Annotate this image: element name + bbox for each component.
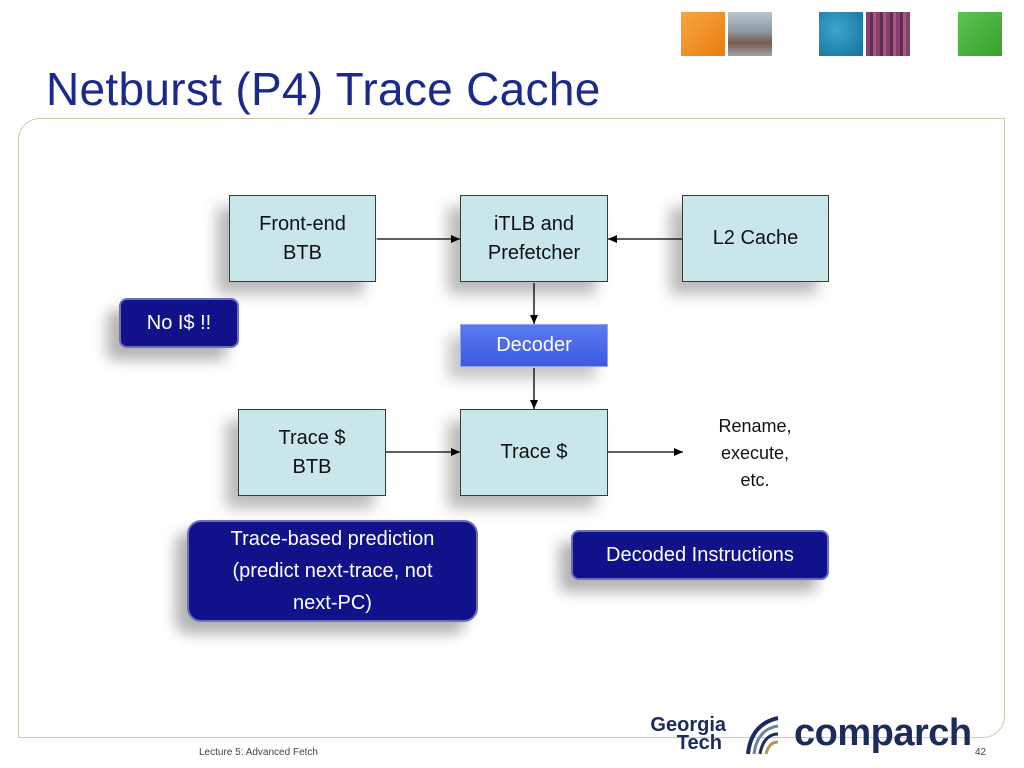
campus-photo-square bbox=[728, 12, 772, 56]
orange-square bbox=[681, 12, 725, 56]
logo-georgia: Georgia bbox=[650, 714, 726, 736]
rename-execute-text: Rename, execute, etc. bbox=[690, 413, 820, 494]
lecture-footer: Lecture 5: Advanced Fetch bbox=[199, 747, 318, 758]
trace-prediction-callout: Trace-based prediction (predict next-trac… bbox=[187, 520, 478, 622]
chip-die-square bbox=[866, 12, 910, 56]
georgia-tech-logo: Georgia Tech bbox=[636, 714, 726, 756]
decoded-instructions-label: Decoded Instructions bbox=[606, 544, 794, 566]
l2-cache-box: L2 Cache bbox=[682, 195, 829, 282]
page-number: 42 bbox=[975, 747, 987, 758]
trace-prediction-line3: next-PC) bbox=[293, 592, 372, 614]
trace-prediction-line2: (predict next-trace, not bbox=[232, 560, 433, 582]
no-icache-label: No I$ !! bbox=[146, 312, 212, 334]
content-frame bbox=[18, 118, 1005, 738]
decoder-box: Decoder bbox=[460, 324, 608, 367]
trace-btb-line2: BTB bbox=[292, 455, 332, 478]
trace-cache-label: Trace $ bbox=[500, 441, 568, 463]
trace-btb-line1: Trace $ bbox=[278, 426, 346, 449]
blue-square bbox=[819, 12, 863, 56]
rename-line2: execute, bbox=[720, 443, 790, 463]
rename-line3: etc. bbox=[740, 470, 770, 490]
comparch-logo: comparch bbox=[794, 712, 972, 754]
front-end-btb-line2: BTB bbox=[283, 241, 322, 264]
slide-title: Netburst (P4) Trace Cache bbox=[46, 63, 601, 115]
trace-cache-box: Trace $ bbox=[460, 409, 608, 496]
front-end-btb-line1: Front-end bbox=[259, 212, 346, 235]
no-icache-callout: No I$ !! bbox=[119, 298, 239, 348]
decoded-instructions-callout: Decoded Instructions bbox=[571, 530, 829, 580]
green-square bbox=[958, 12, 1002, 56]
georgia-tech-swirl-icon bbox=[746, 716, 779, 755]
trace-prediction-line1: Trace-based prediction bbox=[230, 528, 435, 550]
decoder-label: Decoder bbox=[496, 334, 572, 356]
itlb-line1: iTLB and bbox=[493, 212, 575, 235]
trace-btb-box: Trace $ BTB bbox=[238, 409, 386, 496]
logo-tech: Tech bbox=[676, 732, 722, 754]
l2-cache-label: L2 Cache bbox=[712, 227, 799, 249]
rename-line1: Rename, bbox=[718, 416, 792, 436]
itlb-line2: Prefetcher bbox=[487, 241, 581, 264]
